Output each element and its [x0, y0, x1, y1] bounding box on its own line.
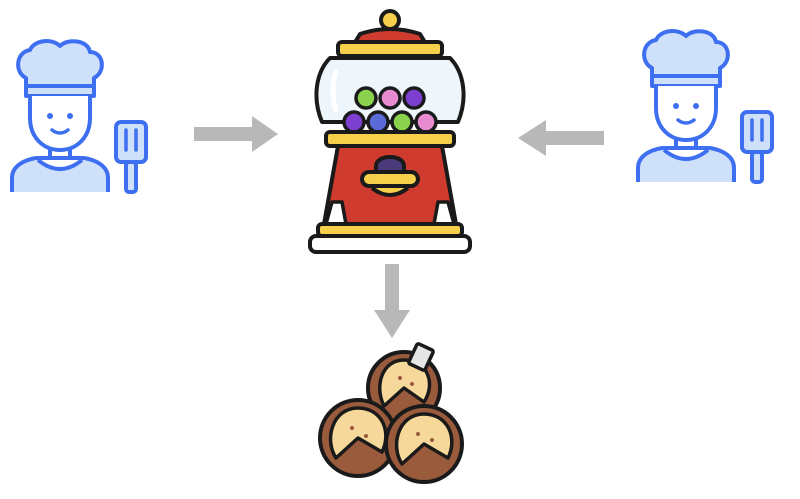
chef-left-node	[8, 38, 168, 198]
chef-with-spatula-icon	[636, 29, 774, 184]
arrow-right-icon	[194, 116, 278, 152]
gumball-machine-node	[302, 6, 482, 262]
arrow-down-icon	[374, 264, 410, 338]
arrow-left	[514, 118, 606, 158]
fortune-cookies-icon	[318, 342, 464, 484]
fortune-cookies-node	[312, 340, 472, 490]
arrow-down	[372, 262, 412, 342]
chef-right-node	[634, 28, 794, 188]
chef-with-spatula-icon	[10, 39, 148, 194]
gumball-machine-icon	[308, 9, 472, 254]
arrow-right	[192, 114, 282, 154]
arrow-left-icon	[518, 120, 604, 156]
